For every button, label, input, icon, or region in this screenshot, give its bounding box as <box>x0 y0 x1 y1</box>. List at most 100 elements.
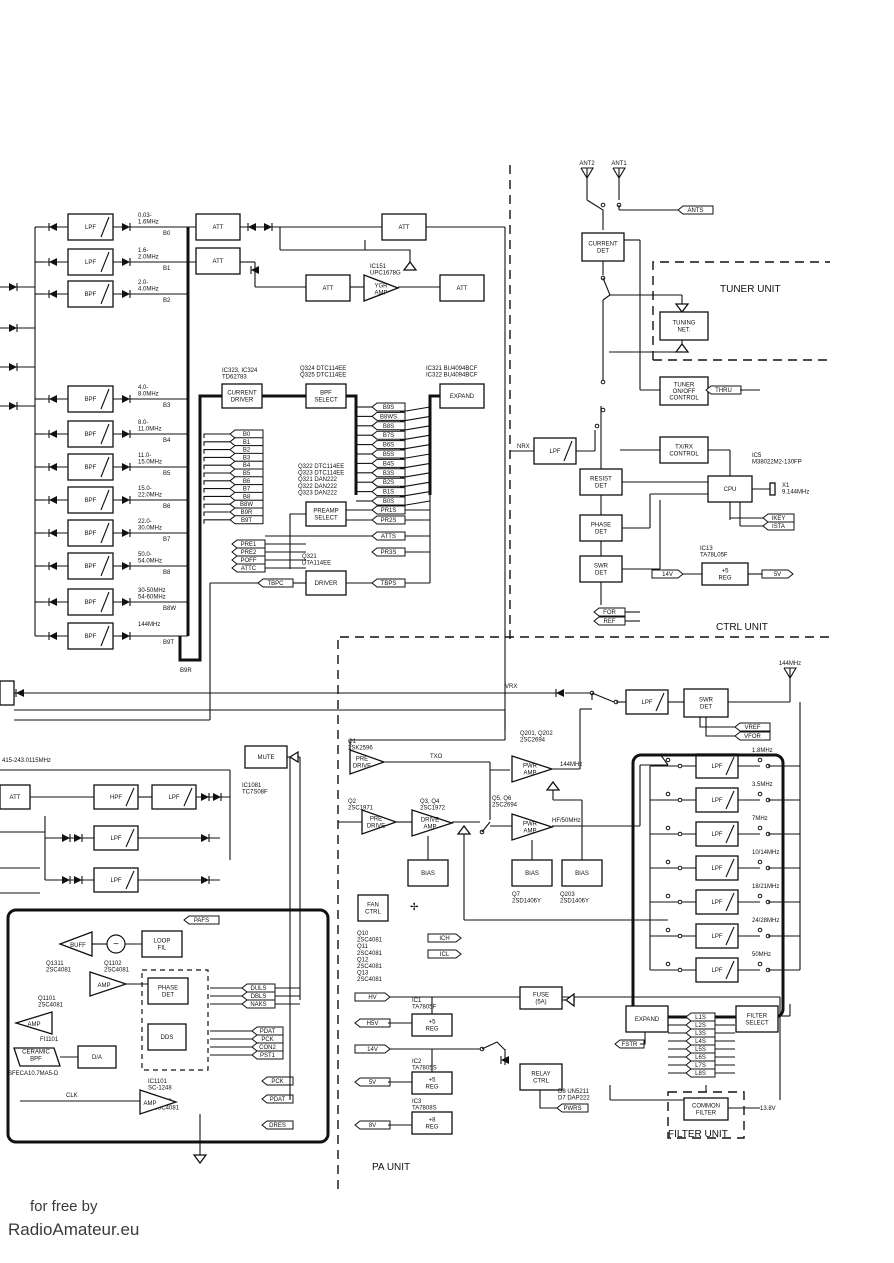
fuse <box>519 986 563 1010</box>
freq-label: 415-243.0115MHz <box>2 758 51 764</box>
ctrl-lpf-label: LPF <box>549 449 560 455</box>
out-lpf-1-label: LPF <box>711 798 722 804</box>
bus-right-7-text: B3S <box>383 471 394 477</box>
rx-filter-9-label: BPF <box>85 600 97 606</box>
att-4-label: ATT <box>323 286 334 292</box>
pr-0 <box>371 505 406 515</box>
bias-2-label: BIAS <box>525 871 539 877</box>
expand-block <box>439 383 485 409</box>
rx-band-5: 11.0-15.0MHz <box>138 453 162 466</box>
rx-band-7: 22.0-30.0MHz <box>138 519 162 532</box>
for-tag <box>593 607 626 617</box>
rx-diode-in-2 <box>49 290 57 298</box>
tuner-unit-title: TUNER UNIT <box>720 284 781 295</box>
bus-right-5-text: B5S <box>383 452 394 458</box>
fstr-tag <box>614 1039 645 1049</box>
fi1101-label: FI1101 <box>40 1037 59 1043</box>
atts-tag-text: ATTS <box>381 534 396 540</box>
ich-tag-text: ICH <box>439 936 449 942</box>
current-det <box>581 232 625 262</box>
left-diode-0 <box>9 283 17 291</box>
filter-select <box>735 1005 779 1033</box>
out-lpf-5 <box>695 923 739 949</box>
ll-d7 <box>74 876 82 884</box>
out-band-0: 1.8MHz <box>752 748 773 754</box>
bus-right-2-text: B8S <box>383 424 394 430</box>
pa-5v-tag-text: 5V <box>369 1080 376 1086</box>
hf50-label: HF/50MHz <box>552 818 581 824</box>
out-band-3: 10/14MHz <box>752 850 779 856</box>
left-diode-1 <box>9 324 17 332</box>
pwrs-tag-text: PWRS <box>564 1106 582 1112</box>
ctrl-5v-text: 5V <box>774 572 781 578</box>
pr-1 <box>371 515 406 525</box>
ctrl-14v-text: 14V <box>662 572 673 578</box>
ceramic-bpf <box>13 1047 61 1067</box>
rx-diode-in-8 <box>49 562 57 570</box>
ants-tag <box>677 205 714 215</box>
nrx-label: NRX <box>517 444 530 450</box>
rx-filter-10-label: BPF <box>85 634 97 640</box>
bus-left-9-text: B8W <box>240 502 253 508</box>
rx-filter-2-label: BPF <box>85 292 97 298</box>
dres-tag-text: DRES <box>269 1123 286 1129</box>
rx-bus-8: B8 <box>163 570 171 576</box>
rx-band-1: 1.6-2.0MHz <box>138 248 159 261</box>
pr3s-tag-text: PR3S <box>381 550 397 556</box>
out-lpf-6 <box>695 957 739 983</box>
dres-tag <box>261 1120 294 1130</box>
tuning-arrow-up <box>674 342 690 353</box>
rx-filter-5-label: BPF <box>85 465 97 471</box>
common-filter <box>683 1097 729 1121</box>
clk-label: CLK <box>66 1093 78 1099</box>
rx-bus-5: B5 <box>163 471 171 477</box>
out-lpf-4-label: LPF <box>711 900 722 906</box>
crystal-x1 <box>769 482 776 496</box>
bus-left-11 <box>229 515 264 525</box>
bus-right-3-text: B7S <box>383 433 394 439</box>
out-lpf-6-label: LPF <box>711 968 722 974</box>
amp2-label: AMP <box>27 1022 40 1028</box>
buff-label: BUFF <box>70 943 86 949</box>
ref-tag <box>593 616 626 626</box>
footer-line2: RadioAmateur.eu <box>8 1220 140 1239</box>
tuning-arrow <box>674 303 690 314</box>
drive-arrow <box>456 824 472 835</box>
rx-band-6: 15.0-22.0MHz <box>138 486 162 499</box>
rx-diode-in-1 <box>49 258 57 266</box>
ctrl-unit-title: CTRL UNIT <box>716 622 768 633</box>
amp3-label: AMP <box>143 1101 156 1107</box>
vrx-diode1 <box>16 689 24 697</box>
bus-right-1-text: B8WS <box>380 414 397 420</box>
ant2-label: ANT2 <box>579 161 595 167</box>
ll-d6 <box>62 876 70 884</box>
rx-diode-out-2 <box>122 290 130 298</box>
att-2-label: ATT <box>213 259 224 265</box>
lsig-7-text: L8S <box>695 1071 706 1077</box>
amp-1 <box>89 971 129 997</box>
ant144-label: 144MHz <box>779 661 801 667</box>
bias-1-label: BIAS <box>421 871 435 877</box>
dds-label: DDS <box>161 1035 174 1041</box>
bias-1 <box>407 859 449 887</box>
lsig-0-text: L1S <box>695 1015 706 1021</box>
att-5-label: ATT <box>457 286 468 292</box>
rx-bus-0: B0 <box>163 231 171 237</box>
